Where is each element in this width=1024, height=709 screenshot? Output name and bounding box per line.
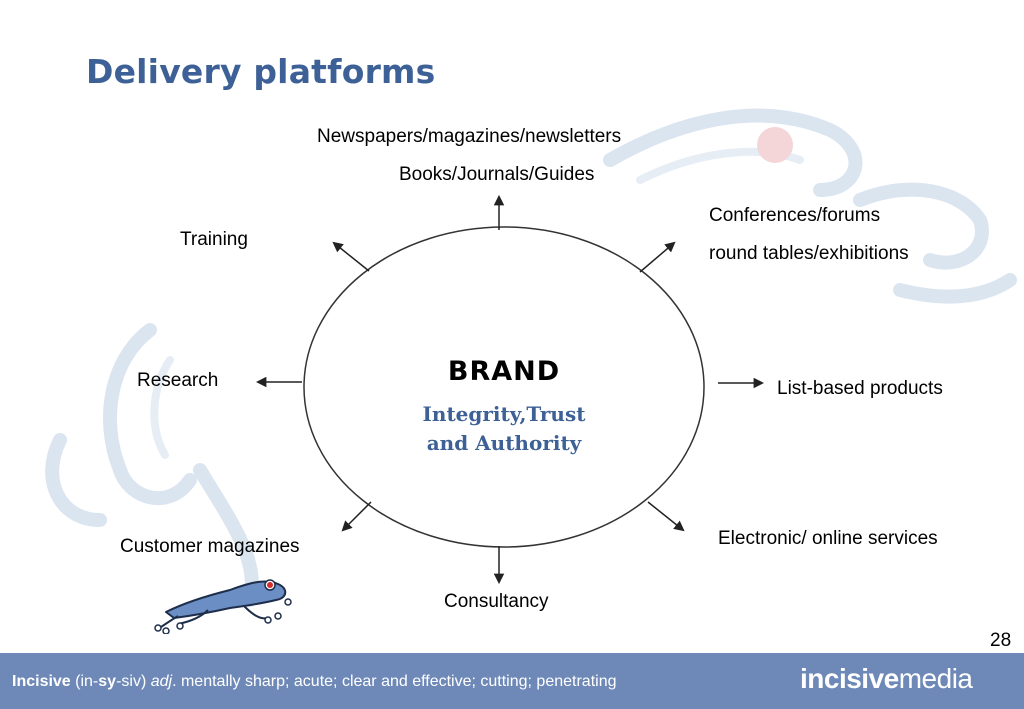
label-books: Books/Journals/Guides <box>399 164 595 185</box>
logo-part-light: media <box>898 663 973 694</box>
footer-definition: Incisive (in-sy-siv) adj. mentally sharp… <box>12 673 616 691</box>
footer-pos: adj <box>150 673 173 690</box>
label-customer-magazines: Customer magazines <box>120 536 300 557</box>
arrow-bottom-left <box>341 501 372 532</box>
logo-part-bold: incisive <box>800 663 899 694</box>
label-consultancy: Consultancy <box>444 591 549 612</box>
page-title: Delivery platforms <box>86 52 436 91</box>
footer-bar: Incisive (in-sy-siv) adj. mentally sharp… <box>0 653 1024 709</box>
footer-pron-open: (in- <box>70 673 99 690</box>
arrow-top-right <box>639 241 676 273</box>
arrow-top-left <box>332 241 370 272</box>
label-training: Training <box>180 229 248 250</box>
label-research: Research <box>137 370 219 391</box>
frog-illustration <box>154 579 292 634</box>
footer-pron-bold: sy <box>98 673 117 690</box>
footer-pron-close: -siv) <box>116 673 151 690</box>
arrow-bottom-right <box>647 501 685 532</box>
label-newspapers: Newspapers/magazines/newsletters <box>317 126 622 147</box>
brand-values-line1: Integrity,Trust <box>422 402 586 426</box>
footer-word: Incisive <box>12 673 71 690</box>
brand-heading: BRAND <box>447 356 561 387</box>
label-conferences: Conferences/forums <box>709 205 881 226</box>
brand-ellipse <box>303 226 705 548</box>
page-number: 28 <box>990 630 1012 651</box>
label-list-based: List-based products <box>777 378 943 399</box>
brand-values-line2: and Authority <box>426 431 582 455</box>
incisive-media-logo: incisivemedia <box>800 663 973 695</box>
brand-values: Integrity,Trust and Authority <box>394 400 614 458</box>
footer-definition-text: . mentally sharp; acute; clear and effec… <box>172 673 617 690</box>
label-electronic: Electronic/ online services <box>718 528 938 549</box>
label-round-tables: round tables/exhibitions <box>709 243 909 264</box>
